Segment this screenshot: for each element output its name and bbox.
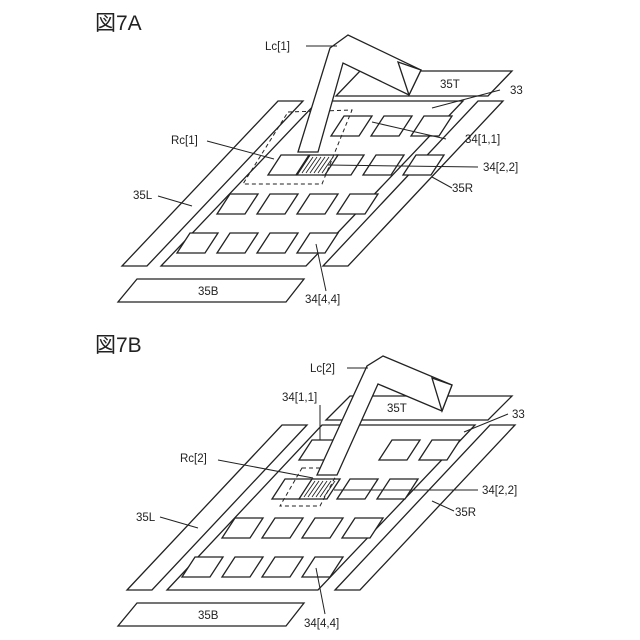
figure-7a: 図7A bbox=[95, 12, 523, 306]
figure-7a-title: 図7A bbox=[95, 12, 142, 35]
label-left-electrode: 35L bbox=[136, 512, 156, 524]
label-cell-2-2: 34[2,2] bbox=[482, 485, 517, 497]
label-bottom-electrode: 35B bbox=[198, 610, 219, 622]
label-light-column: Lc[1] bbox=[265, 41, 290, 53]
figure-7b: 図7B bbox=[95, 334, 525, 630]
label-cell-2-2: 34[2,2] bbox=[483, 162, 518, 174]
label-substrate: 33 bbox=[510, 85, 523, 97]
label-cell-4-4: 34[4,4] bbox=[305, 294, 340, 306]
label-light-column: Lc[2] bbox=[310, 363, 335, 375]
label-top-electrode: 35T bbox=[440, 79, 460, 91]
figure-7b-title: 図7B bbox=[95, 334, 142, 357]
label-cell-1-1: 34[1,1] bbox=[282, 392, 317, 404]
label-top-electrode: 35T bbox=[387, 403, 407, 415]
label-right-electrode: 35R bbox=[455, 507, 476, 519]
label-region: Rc[2] bbox=[180, 453, 207, 465]
top-electrode-strip bbox=[336, 71, 512, 96]
label-cell-4-4: 34[4,4] bbox=[304, 618, 339, 630]
label-right-electrode: 35R bbox=[452, 183, 473, 195]
label-substrate: 33 bbox=[512, 409, 525, 421]
label-region: Rc[1] bbox=[171, 135, 198, 147]
label-left-electrode: 35L bbox=[133, 190, 153, 202]
label-bottom-electrode: 35B bbox=[198, 286, 219, 298]
leader-line bbox=[432, 177, 452, 188]
label-cell-1-1: 34[1,1] bbox=[465, 134, 500, 146]
